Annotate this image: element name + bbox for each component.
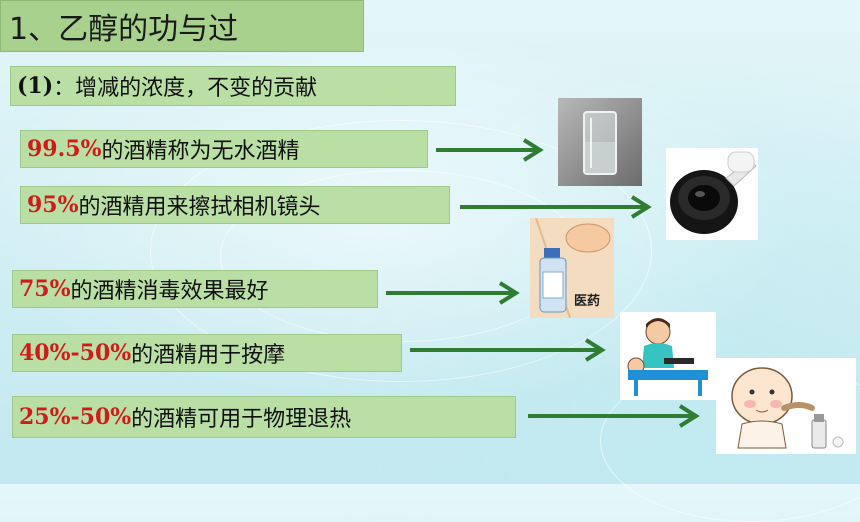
section-heading-text: ：增减的浓度，不变的贡献: [53, 76, 318, 101]
page-title: 1、乙醇的功与过: [0, 0, 364, 52]
arrow-right-icon: [528, 404, 700, 428]
item-massage: 40%-50%的酒精用于按摩: [12, 334, 402, 372]
item-percent: 99.5%: [27, 136, 102, 162]
section-heading: (1)：增减的浓度，不变的贡献: [10, 66, 456, 106]
item-text: 的酒精消毒效果最好: [70, 279, 269, 304]
item-text: 的酒精用来擦拭相机镜头: [78, 195, 321, 220]
beaker-icon: [558, 98, 642, 186]
section-marker: (1): [17, 73, 54, 99]
arrow-right-icon: [460, 195, 652, 219]
item-percent: 25%-50%: [19, 404, 132, 430]
alcohol-bottle-icon: [530, 218, 614, 318]
item-percent: 95%: [27, 192, 79, 218]
baby-icon: [716, 358, 856, 454]
item-text: 的酒精用于按摩: [131, 343, 286, 368]
item-camera-lens: 95%的酒精用来擦拭相机镜头: [20, 186, 450, 224]
massage-image: [620, 312, 716, 400]
item-percent: 75%: [19, 276, 71, 302]
arrow-right-icon: [410, 338, 606, 362]
item-anhydrous-alcohol: 99.5%的酒精称为无水酒精: [20, 130, 428, 168]
alcohol-bottle-image: 医药: [530, 218, 614, 318]
arrow-right-icon: [436, 138, 544, 162]
item-text: 的酒精可用于物理退热: [131, 407, 352, 432]
item-fever-reduction: 25%-50%的酒精可用于物理退热: [12, 396, 516, 438]
item-disinfection: 75%的酒精消毒效果最好: [12, 270, 378, 308]
item-percent: 40%-50%: [19, 340, 132, 366]
camera-lens-image: [666, 148, 758, 240]
bottle-label: 医药: [574, 294, 601, 309]
page-title-text: 1、乙醇的功与过: [9, 12, 239, 47]
item-text: 的酒精称为无水酒精: [101, 139, 300, 164]
arrow-right-icon: [386, 281, 520, 305]
massage-icon: [620, 312, 716, 400]
camera-lens-icon: [666, 148, 758, 240]
beaker-image: [558, 98, 642, 186]
baby-fever-image: [716, 358, 856, 454]
